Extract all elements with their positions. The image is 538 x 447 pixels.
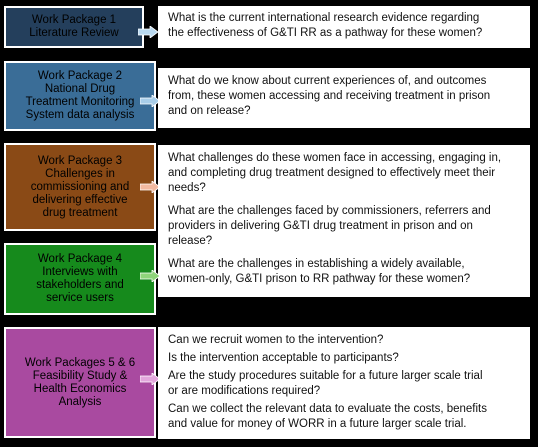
wp-title-line: Work Packages 5 & 6	[24, 356, 136, 369]
question-box-2: What do we know about current experience…	[158, 68, 530, 128]
work-package-1-box: Work Package 1 Literature Review	[4, 6, 144, 48]
question-line: and completing drug treatment designed t…	[168, 167, 496, 179]
question-line: release?	[168, 235, 213, 247]
wp-title-line: System data analysis	[25, 109, 135, 121]
work-package-4-box: Work Package 4 Interviews with stakehold…	[4, 243, 156, 315]
wp-title-line: Feasibility Study &	[32, 369, 128, 382]
work-package-3-box: Work Package 3 Challenges in commissioni…	[4, 143, 156, 231]
question-line: What are the challenges in establishing …	[168, 258, 465, 270]
question-line: Are the study procedures suitable for a …	[168, 370, 483, 382]
wp-title-line: Treatment Monitoring	[25, 96, 135, 108]
question-line: Can we collect the relevant data to eval…	[168, 403, 487, 415]
question-box-5: Can we recruit women to the intervention…	[158, 327, 530, 439]
question-line: and on release?	[168, 105, 251, 117]
question-line: and value for money of WORR in a future …	[168, 418, 467, 430]
question-line: Is the intervention acceptable to partic…	[168, 352, 399, 364]
arrow-right-icon	[140, 95, 160, 107]
question-line: from, these women accessing and receivin…	[168, 90, 491, 102]
question-box-1: What is the current international resear…	[158, 6, 530, 48]
wp-title-line: stakeholders and	[36, 279, 124, 291]
question-line: or are modifications required?	[168, 385, 321, 397]
wp-title-line: Work Package 4	[37, 253, 123, 265]
wp-title-line: Challenges in	[45, 167, 115, 180]
question-line: What is the current international resear…	[168, 12, 480, 24]
wp-title-line: National Drug	[44, 83, 116, 95]
wp-title-line: Work Package 1	[31, 14, 117, 26]
wp-title-line: delivering effective	[32, 193, 128, 206]
question-line: providers in delivering G&TI drug treatm…	[168, 220, 473, 232]
question-line: What challenges do these women face in a…	[168, 152, 502, 164]
work-packages-5-6-box: Work Packages 5 & 6 Feasibility Study & …	[4, 327, 156, 438]
wp-title-line: Work Package 2	[37, 70, 123, 82]
wp-title-line: commissioning and	[30, 180, 130, 193]
wp-title-line: drug treatment	[42, 206, 118, 219]
question-line: Can we recruit women to the intervention…	[168, 334, 384, 346]
question-line: women-only, G&TI prison to RR pathway fo…	[168, 273, 471, 285]
wp-title-line: Work Package 3	[37, 154, 123, 167]
question-line: What do we know about current experience…	[168, 75, 487, 87]
wp-title-line: Literature Review	[29, 27, 119, 39]
work-package-2-box: Work Package 2 National Drug Treatment M…	[4, 61, 156, 131]
arrow-right-icon	[140, 373, 160, 385]
question-line: needs?	[168, 182, 206, 194]
question-line: the effectiveness of G&TI RR as a pathwa…	[168, 27, 483, 39]
question-box-3-4: What challenges do these women face in a…	[158, 145, 530, 297]
arrow-right-icon	[138, 26, 158, 38]
question-line: What are the challenges faced by commiss…	[168, 205, 491, 217]
wp-title-line: service users	[46, 292, 114, 304]
wp-title-line: Interviews with	[42, 266, 118, 278]
wp-title-line: Analysis	[58, 395, 102, 408]
wp-title-line: Health Economics	[33, 382, 127, 395]
arrow-right-icon	[140, 181, 160, 193]
arrow-right-icon	[140, 270, 160, 282]
